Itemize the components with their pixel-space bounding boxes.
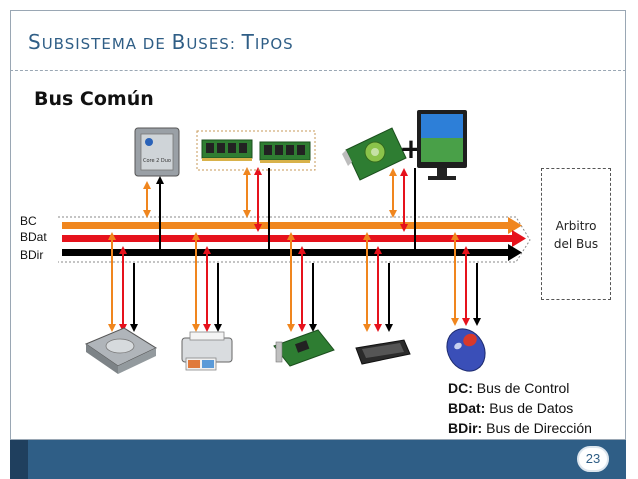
plus-sign: + (399, 132, 422, 165)
ram-module-icon (259, 141, 311, 163)
title-part: : (229, 35, 242, 53)
cpu-chip-icon: Core 2 Duo (134, 127, 180, 177)
monitor-icon (417, 110, 467, 180)
bus-bdir-line (62, 244, 522, 261)
bus-diagram: Core 2 Duo + (58, 110, 531, 374)
slide-frame (10, 10, 626, 440)
legend-item-bdir: BDir: Bus de Dirección (448, 420, 592, 436)
bus-bc-line (62, 217, 522, 234)
memory-group-outline (196, 130, 316, 171)
bus-label-bdat: BDat (20, 230, 47, 244)
title-divider (10, 70, 626, 71)
title-part: B (171, 30, 187, 54)
connectors-top (143, 167, 416, 249)
bus-arbiter-box: Arbitro del Bus (541, 168, 611, 300)
network-card-icon (273, 329, 335, 367)
legend-text: Bus de Datos (485, 400, 574, 416)
title-part: UBSISTEMA DE (41, 35, 172, 53)
legend-item-bdat: BDat: Bus de Datos (448, 400, 573, 416)
legend-text: Bus de Dirección (482, 420, 592, 436)
title-part: USES (186, 35, 230, 53)
legend-text: Bus de Control (472, 380, 570, 396)
mouse-icon (446, 328, 486, 372)
bus-label-bdir: BDir (20, 248, 44, 262)
hard-disk-icon (84, 327, 158, 374)
bus-outline (58, 216, 531, 263)
page-number: 23 (577, 446, 609, 472)
legend-key: BDir: (448, 420, 483, 436)
arbiter-line-2: del Bus (553, 237, 599, 251)
arbiter-line-1: Arbitro (555, 219, 597, 233)
title-part: S (28, 30, 42, 54)
legend-item-dc: DC: Bus de Control (448, 380, 569, 396)
section-subtitle: Bus Común (34, 88, 154, 110)
bus-bdat-line (62, 230, 526, 247)
title-part: IPOS (254, 35, 294, 53)
legend-key: DC: (448, 380, 473, 396)
slide-title: SUBSISTEMA DE BUSES: TIPOS (28, 30, 294, 54)
connectors-bottom (108, 232, 481, 332)
graphics-card-icon (342, 127, 407, 181)
footer-bar (10, 440, 626, 479)
bus-label-bc: BC (20, 214, 37, 228)
printer-icon (181, 331, 233, 371)
chip-text: Core 2 Duo (143, 158, 171, 164)
title-part: T (241, 30, 255, 54)
footer-accent (10, 440, 28, 479)
legend-key: BDat: (448, 400, 486, 416)
ram-module-icon (201, 139, 253, 161)
keyboard-icon (355, 339, 411, 365)
